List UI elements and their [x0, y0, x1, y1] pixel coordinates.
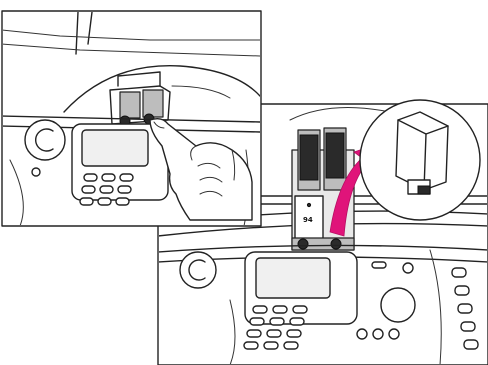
power-button-closeup	[25, 120, 65, 160]
ink-cartridge-icon	[360, 100, 480, 220]
keypad-closeup	[80, 174, 133, 205]
panel-press-button	[2, 11, 261, 226]
lcd-screen-closeup	[82, 130, 148, 166]
cartridge-label: 94	[303, 216, 313, 224]
power-button	[180, 252, 216, 288]
lcd-screen	[256, 258, 330, 298]
